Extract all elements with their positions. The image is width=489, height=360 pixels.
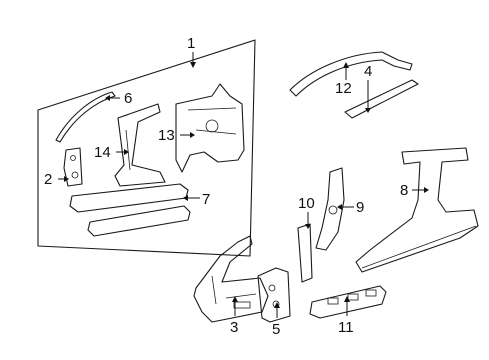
part-2-bracket [63,147,83,187]
part-13-quarter [175,83,245,173]
part-5-hinge [257,267,291,323]
callout-5: 5 [272,321,280,338]
part-14-pillar [114,103,166,187]
callout-6: 6 [124,90,132,107]
part-12-roof-rail [289,51,413,97]
callout-7: 7 [202,191,210,208]
callout-11: 11 [338,319,354,336]
callout-14: 14 [94,144,111,161]
part-3-apillar [193,235,269,323]
part-10-reinf [297,223,313,283]
part-11-rocker-reinf [309,285,387,319]
part-7-rocker-lower [87,205,191,237]
assembly-panel [37,39,256,257]
callout-2: 2 [44,171,52,188]
callout-8: 8 [400,182,408,199]
callout-10: 10 [298,195,315,212]
callout-3: 3 [230,319,238,336]
callout-13: 13 [158,127,175,144]
part-4-roof-bow [344,79,419,119]
part-9-bpillar [315,167,345,251]
part-8-bodyside [355,147,479,273]
callout-12: 12 [335,80,352,97]
callout-9: 9 [356,199,364,216]
callout-4: 4 [364,63,372,80]
part-6-trim [55,91,116,143]
callout-1: 1 [187,35,195,52]
